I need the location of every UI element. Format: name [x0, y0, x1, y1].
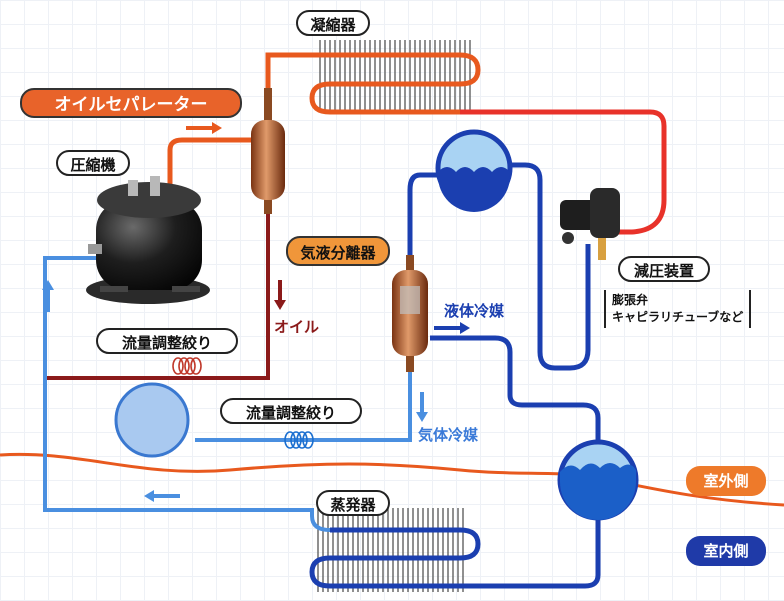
oil-return-line	[45, 210, 270, 380]
gas-receiver-circle	[114, 382, 190, 458]
indoor-side-tag: 室内側	[686, 536, 766, 566]
compressor-to-separator-line	[167, 137, 252, 188]
condenser-fins	[319, 40, 471, 112]
liquid-receiver-bottom	[557, 439, 639, 521]
gas-line-separator-to-circle	[195, 370, 412, 442]
liquid-line-circle-to-separator	[407, 172, 440, 268]
gas-refrigerant-label: 気体冷媒	[418, 426, 479, 444]
oil-label: オイル	[274, 318, 320, 336]
compressor-label: 圧縮機	[56, 150, 130, 176]
discharge-line	[265, 52, 481, 118]
oil-separator-label: オイルセパレーター	[20, 88, 242, 118]
gas-liquid-separator	[392, 255, 428, 372]
pressure-reducer-note-line1: 膨張弁	[612, 293, 649, 307]
gas-suction-line	[43, 256, 331, 532]
pressure-reducer-note: 膨張弁 キャピラリチューブなど	[604, 290, 752, 328]
pressure-reducer-device	[560, 188, 620, 260]
pressure-reducer-label: 減圧装置	[618, 256, 710, 282]
liquid-refrigerant-label: 液体冷媒	[444, 302, 505, 320]
flow-restrictor-coil-1	[172, 357, 202, 375]
condenser-label: 凝縮器	[296, 10, 370, 36]
outdoor-indoor-boundary	[0, 452, 784, 507]
oil-separator	[251, 88, 285, 214]
liquid-receiver-top	[435, 129, 513, 212]
condenser-outlet-line	[460, 109, 667, 235]
flow-arrow-up-blue	[42, 280, 54, 312]
flow-arrow-right-orange	[186, 122, 222, 134]
liquid-line-reducer-to-accumulator	[505, 162, 591, 371]
flow-restrictor-label-1: 流量調整絞り	[96, 328, 238, 354]
outdoor-side-tag: 室外側	[686, 466, 766, 496]
gas-liquid-separator-label: 気液分離器	[286, 236, 390, 266]
compressor	[86, 176, 210, 304]
flow-arrow-left-gas	[144, 490, 180, 502]
evaporator-fins	[317, 508, 464, 592]
flow-restrictor-label-2: 流量調整絞り	[220, 398, 362, 424]
evaporator-label: 蒸発器	[316, 490, 390, 516]
pressure-reducer-note-line2: キャピラリチューブなど	[612, 310, 744, 324]
flow-restrictor-coil-2	[284, 431, 314, 449]
flow-arrow-right-liquid	[434, 322, 470, 334]
liquid-line-separator-to-receiver	[430, 335, 601, 450]
receiver-to-evaporator-line	[309, 515, 601, 589]
flow-arrow-down-oil	[274, 280, 286, 310]
flow-arrow-down-gas	[416, 392, 428, 422]
